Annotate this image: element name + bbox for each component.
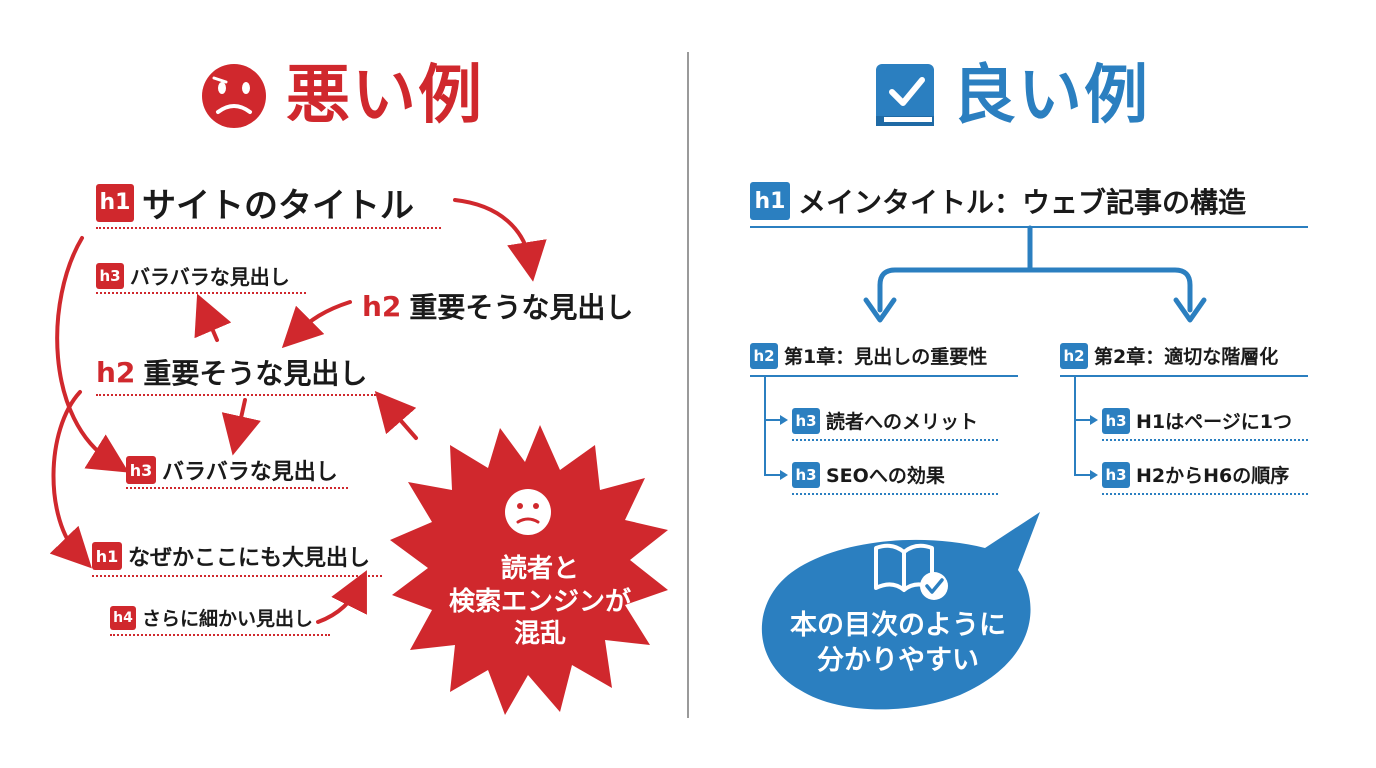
heading-tag: h4: [110, 605, 136, 630]
heading-tag: h2: [362, 289, 402, 323]
bad-h4-fine: h4 さらに細かい見出し: [110, 604, 313, 631]
hierarchy-tree: [863, 225, 1207, 323]
dotted-underline: [1102, 439, 1308, 441]
solid-underline: [1060, 375, 1308, 377]
dotted-underline: [110, 634, 330, 636]
heading-text: メインタイトル：ウェブ記事の構造: [798, 186, 1247, 219]
bad-h1-again: h1 なぜかここにも大見出し: [92, 540, 370, 572]
bad-h2-mid: h2 重要そうな見出し: [96, 352, 367, 392]
heading-tag: h1: [750, 182, 790, 220]
good-h2-chapter-2: h2 第2章：適切な階層化: [1060, 342, 1278, 369]
confused-face-icon: [505, 489, 551, 535]
heading-tag: h1: [96, 183, 134, 222]
heading-tag: h3: [126, 456, 156, 484]
open-book-check-icon: [874, 543, 948, 600]
heading-text: バラバラな見出し: [162, 460, 338, 485]
confusion-arrows: [49, 198, 547, 624]
heading-text: H1はページに1つ: [1136, 411, 1292, 433]
bad-h2-right: h2 重要そうな見出し: [362, 286, 633, 326]
good-example-title: 良い例: [952, 59, 1150, 133]
confusion-line-1: 読者と: [500, 554, 579, 584]
bad-example-title: 悪い例: [286, 59, 484, 133]
bad-h3-mid: h3 バラバラな見出し: [126, 454, 338, 486]
heading-text: バラバラな見出し: [130, 265, 290, 289]
confusion-starburst: [390, 425, 668, 715]
bubble-line-1: 本の目次のように: [790, 610, 1006, 641]
sad-face-icon: [202, 64, 266, 128]
solid-underline: [750, 226, 1308, 228]
heading-text: サイトのタイトル: [142, 186, 414, 226]
bad-h1-site-title: h1 サイトのタイトル: [96, 178, 414, 227]
confusion-message: 読者と 検索エンジンが 混乱: [425, 553, 655, 651]
dotted-underline: [792, 493, 998, 495]
good-h2-chapter-1: h2 第1章：見出しの重要性: [750, 342, 987, 369]
good-h3-1b: h3 SEOへの効果: [792, 461, 945, 488]
heading-text: さらに細かい見出し: [142, 608, 314, 630]
heading-tag: h3: [96, 262, 124, 289]
good-h3-1a: h3 読者へのメリット: [792, 407, 978, 434]
heading-text: 第2章：適切な階層化: [1094, 346, 1279, 368]
heading-text: 重要そうな見出し: [409, 291, 634, 324]
heading-text: SEOへの効果: [826, 465, 945, 487]
good-h1-main-title: h1 メインタイトル：ウェブ記事の構造: [750, 181, 1246, 221]
dotted-underline: [92, 575, 382, 577]
heading-tag: h3: [792, 407, 820, 434]
heading-tag: h3: [1102, 407, 1130, 434]
center-divider: [687, 52, 689, 718]
heading-text: 重要そうな見出し: [143, 357, 368, 390]
heading-text: 読者へのメリット: [826, 411, 979, 433]
dotted-underline: [96, 394, 376, 396]
dotted-underline: [126, 487, 348, 489]
solid-underline: [750, 375, 1018, 377]
subtree-lines: [764, 376, 1090, 476]
heading-tag: h2: [750, 342, 778, 369]
dotted-underline: [96, 227, 441, 229]
confusion-line-3: 混乱: [513, 619, 566, 649]
bad-h3-top: h3 バラバラな見出し: [96, 261, 290, 290]
heading-text: H2からH6の順序: [1136, 465, 1290, 487]
bubble-line-2: 分かりやすい: [817, 645, 979, 677]
heading-tag: h2: [96, 355, 136, 389]
subtree-arrowheads: [780, 415, 1098, 480]
heading-tag: h3: [792, 461, 820, 488]
good-h3-2a: h3 H1はページに1つ: [1102, 407, 1292, 434]
heading-tag: h3: [1102, 461, 1130, 488]
heading-text: 第1章：見出しの重要性: [784, 346, 988, 368]
speech-bubble: [761, 512, 1040, 710]
bubble-message: 本の目次のように 分かりやすい: [768, 608, 1028, 678]
heading-tag: h2: [1060, 342, 1088, 369]
checklist-book-icon: [876, 64, 934, 126]
good-h3-2b: h3 H2からH6の順序: [1102, 461, 1289, 488]
heading-text: なぜかここにも大見出し: [128, 546, 371, 571]
dotted-underline: [792, 439, 998, 441]
heading-tag: h1: [92, 542, 122, 570]
dotted-underline: [96, 292, 306, 294]
dotted-underline: [1102, 493, 1308, 495]
confusion-line-2: 検索エンジンが: [448, 586, 631, 617]
